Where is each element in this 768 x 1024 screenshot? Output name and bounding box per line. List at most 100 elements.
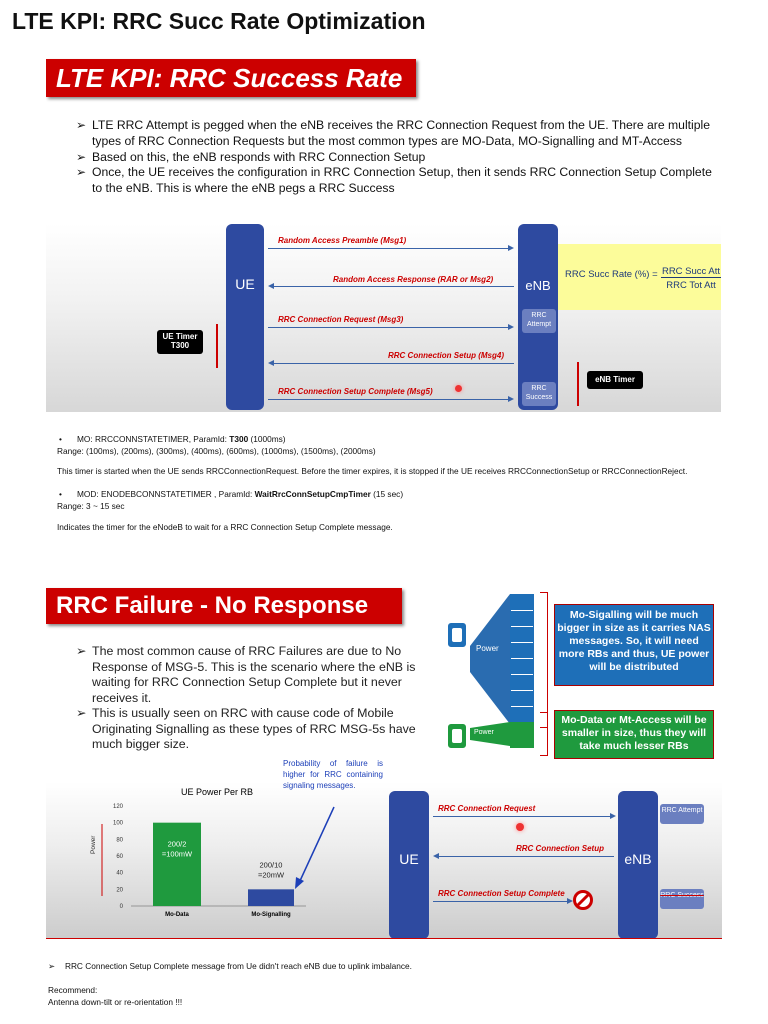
page-title: LTE KPI: RRC Succ Rate Optimization (12, 8, 426, 35)
bar-data-label: 200/2 (168, 840, 187, 849)
cursor-dot-icon (516, 823, 524, 831)
enb-label: eNB (618, 851, 658, 867)
ue-bar: UE (226, 224, 264, 410)
arrow-left-icon (268, 283, 274, 289)
slide-banner: RRC Failure - No Response (46, 588, 402, 624)
y-axis-label: Power (90, 835, 97, 854)
rb-stack-large (510, 594, 534, 726)
rrc-complete-label: RRC Connection Setup Complete (438, 889, 565, 898)
slide-rrc-success-rate: LTE KPI: RRC Success Rate LTE RRC Attemp… (46, 56, 721, 412)
rrc-success-badge: RRC Success (522, 382, 556, 406)
chart-title: UE Power Per RB (181, 787, 253, 797)
formula-denominator: RRC Tot Att (661, 280, 721, 291)
rb-stack-small (510, 722, 534, 748)
succ-rate-formula: RRC Succ Rate (%) = RRC Succ Att RRC Tot… (558, 244, 721, 310)
recommend-label: Recommend: (48, 984, 182, 996)
bullet-item: LTE RRC Attempt is pegged when the eNB r… (76, 118, 716, 150)
msg3-label: RRC Connection Request (Msg3) (278, 315, 403, 324)
power-label: Power (476, 644, 499, 653)
bracket (540, 712, 548, 756)
msg2-label: Random Access Response (RAR or Msg2) (333, 275, 493, 284)
footer-bullet-text: RRC Connection Setup Complete message fr… (65, 961, 412, 971)
arrow-right-icon (508, 324, 514, 330)
x-tick-label: Mo-Signalling (251, 912, 291, 918)
arrow-line (268, 327, 508, 328)
t300-prefix: MO: RRCCONNSTATETIMER, ParamId: (77, 434, 229, 444)
ue-label: UE (389, 851, 429, 867)
ue-power-chart: UE Power Per RB020406080100120PowerMo-Da… (86, 784, 316, 934)
bracket (540, 592, 548, 728)
slide-rrc-failure: RRC Failure - No Response The most commo… (46, 584, 722, 939)
formula-numerator: RRC Succ Att (661, 266, 721, 278)
bar-data-label: 200/10 (260, 860, 283, 869)
phone-icon (448, 623, 466, 647)
bullet-item: This is usually seen on RRC with cause c… (76, 706, 436, 753)
enb-timer-range: Range: 3 ~ 15 sec (57, 500, 712, 512)
cursor-dot-icon (455, 385, 462, 392)
bar-data-label: =20mW (258, 870, 285, 879)
y-tick-label: 120 (113, 804, 124, 810)
slide-bottom-rule (46, 938, 722, 939)
y-tick-label: 60 (116, 854, 123, 860)
formula-label: RRC Succ Rate (%) = (565, 269, 658, 280)
no-entry-icon (572, 889, 594, 911)
ue-timer-badge: UE Timer T300 (157, 330, 203, 354)
bullet-item: Once, the UE receives the configuration … (76, 165, 716, 197)
failure-probability-annotation: Probability of failure is higher for RRC… (283, 758, 383, 791)
arrow-line (433, 816, 611, 817)
rrc-setup-label: RRC Connection Setup (516, 844, 604, 853)
arrow-line (274, 363, 514, 364)
enb-timer-range (577, 362, 579, 406)
y-tick-label: 100 (113, 821, 124, 827)
ue-bar: UE (389, 791, 429, 939)
rrc-attempt-badge: RRC Attempt (660, 804, 704, 824)
mo-data-note: Mo-Data or Mt-Access will be smaller in … (554, 710, 714, 759)
arrow-line (439, 856, 614, 857)
y-tick-label: 80 (116, 837, 123, 843)
t300-range: Range: (100ms), (200ms), (300ms), (400ms… (57, 445, 712, 457)
rrc-attempt-badge: RRC Attempt (522, 309, 556, 333)
arrow-right-icon (508, 396, 514, 402)
x-tick-label: Mo-Data (165, 912, 189, 918)
t300-param: T300 (229, 434, 248, 444)
bar (248, 889, 294, 906)
enb-label: eNB (518, 278, 558, 293)
enb-timer-badge: eNB Timer (587, 371, 643, 389)
msg4-label: RRC Connection Setup (Msg4) (388, 351, 504, 360)
annotation-arrow (290, 805, 340, 890)
arrow-left-icon (268, 360, 274, 366)
bullet-item: The most common cause of RRC Failures ar… (76, 644, 436, 706)
ue-label: UE (226, 276, 264, 292)
t300-line: •MO: RRCCONNSTATETIMER, ParamId: T300 (1… (57, 433, 712, 445)
arrow-line (268, 248, 508, 249)
enb-timer-prefix: MOD: ENODEBCONNSTATETIMER , ParamId: (77, 489, 255, 499)
enb-bar: eNB (618, 791, 658, 939)
arrow-left-icon (433, 853, 439, 859)
arrow-line (268, 399, 508, 400)
msg1-label: Random Access Preamble (Msg1) (278, 236, 406, 245)
power-label: Power (474, 729, 494, 736)
mo-signalling-note: Mo-Sigalling will be much bigger in size… (554, 604, 714, 686)
t300-description: This timer is started when the UE sends … (57, 465, 712, 477)
rrc-success-badge-struck: RRC Success (660, 889, 704, 909)
arrow-right-icon (610, 813, 616, 819)
bullet-item: Based on this, the eNB responds with RRC… (76, 150, 716, 166)
ue-timer-range (216, 324, 218, 368)
enb-timer-line: •MOD: ENODEBCONNSTATETIMER , ParamId: Wa… (57, 488, 712, 500)
enb-timer-suffix: (15 sec) (371, 489, 403, 499)
arrow-line (274, 286, 514, 287)
bar-data-label: =100mW (162, 850, 193, 859)
recommend-action: Antenna down-tilt or re-orientation !!! (48, 996, 182, 1008)
slide-banner: LTE KPI: RRC Success Rate (46, 59, 416, 97)
power-beam-wide (470, 594, 510, 724)
bullet-list: LTE RRC Attempt is pegged when the eNB r… (76, 118, 716, 197)
enb-timer-description: Indicates the timer for the eNodeB to wa… (57, 521, 712, 533)
t300-suffix: (1000ms) (248, 434, 285, 444)
phone-icon (448, 724, 466, 748)
footer-bullet: ➢RRC Connection Setup Complete message f… (48, 961, 412, 971)
y-tick-label: 20 (116, 887, 123, 893)
arrow-line (433, 901, 568, 902)
recommendation: Recommend: Antenna down-tilt or re-orien… (48, 984, 182, 1008)
enb-timer-param: WaitRrcConnSetupCmpTimer (255, 489, 371, 499)
y-tick-label: 0 (120, 904, 124, 910)
